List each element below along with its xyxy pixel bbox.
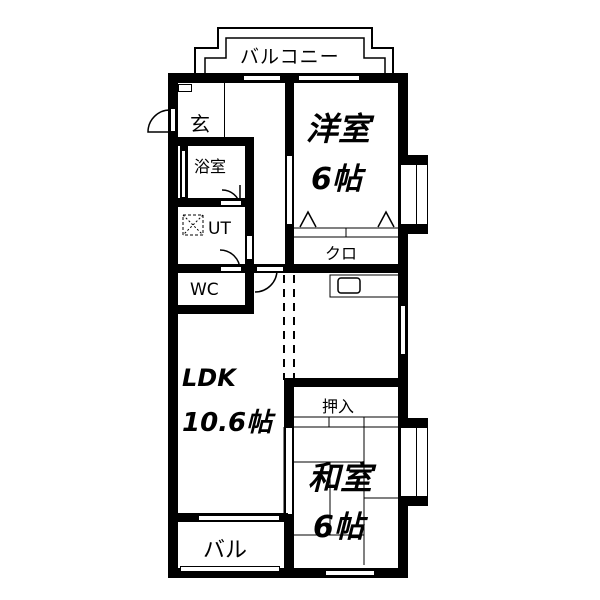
bay2-bottom — [398, 497, 428, 506]
bay-bottom — [398, 225, 428, 234]
label-utility: UT — [208, 219, 231, 239]
wall-oshiire-top — [284, 378, 408, 387]
label-balcony: バルコニー — [240, 46, 340, 68]
ut-door — [220, 266, 242, 272]
bay2-top — [398, 418, 428, 427]
ldk-door — [256, 266, 284, 272]
label-western-room: 洋室 — [306, 110, 371, 148]
bath-window — [181, 150, 186, 198]
label-bathroom: 浴室 — [194, 157, 227, 176]
wall-bath-bottom — [168, 198, 253, 207]
wall-left — [168, 73, 178, 578]
fusuma — [285, 427, 293, 515]
label-entrance: 玄 — [190, 112, 210, 136]
label-ldk-size: 10.6帖 — [182, 408, 273, 438]
label-oshiire: 押入 — [322, 397, 355, 416]
entrance-line — [224, 83, 225, 143]
window — [286, 155, 293, 225]
wall-bath-top — [168, 137, 253, 146]
bay-line — [416, 164, 417, 225]
window — [298, 75, 360, 81]
label-wc: WC — [190, 280, 219, 300]
shoe-box — [178, 84, 192, 92]
bay-window — [400, 164, 428, 225]
wall-bath-right — [245, 137, 254, 297]
label-ldk: LDK — [182, 364, 236, 392]
label-japanese-size: 6帖 — [313, 510, 364, 545]
label-balcony-bottom: バル — [203, 538, 248, 563]
bath-door — [220, 200, 242, 206]
window — [325, 570, 375, 576]
bay-top — [398, 155, 428, 164]
bay2-window — [400, 427, 428, 497]
bal-rail — [180, 566, 280, 572]
window — [400, 305, 406, 355]
bal-window — [198, 515, 280, 521]
bay2-line — [416, 427, 417, 497]
window — [243, 75, 281, 81]
entrance-door — [170, 108, 176, 132]
utility-door — [246, 235, 253, 260]
wall-middle — [168, 264, 408, 273]
wall-wc-right — [245, 264, 254, 314]
label-western-size: 6帖 — [311, 162, 362, 197]
label-japanese-room: 和室 — [308, 459, 373, 497]
label-closet: クロ — [325, 244, 358, 263]
wall-wc-bottom — [168, 305, 253, 314]
